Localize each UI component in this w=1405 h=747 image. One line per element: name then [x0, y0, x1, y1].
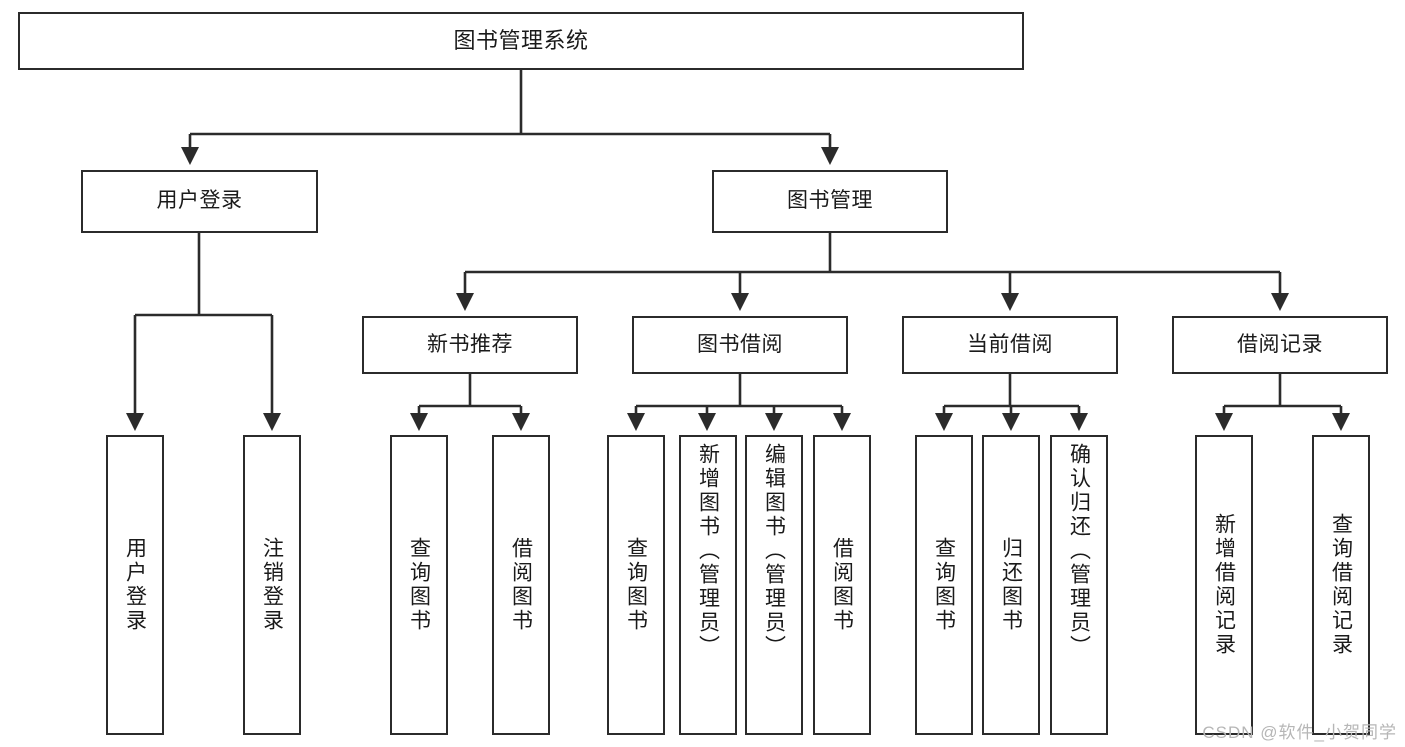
node-new-book-recommend[interactable]: 新书推荐: [362, 316, 578, 374]
node-label-leaf-confirm-return: 确认归还（管理员）: [1067, 443, 1091, 659]
node-label-current-borrow: 当前借阅: [967, 332, 1053, 356]
node-label-leaf-query-book-3: 查询图书: [932, 537, 956, 633]
node-label-leaf-borrow-book-2: 借阅图书: [830, 537, 854, 633]
node-label-leaf-query-record: 查询借阅记录: [1329, 513, 1353, 657]
node-leaf-confirm-return[interactable]: 确认归还（管理员）: [1050, 435, 1108, 735]
node-leaf-borrow-book-1[interactable]: 借阅图书: [492, 435, 550, 735]
node-label-book-borrow: 图书借阅: [697, 332, 783, 356]
node-leaf-user-login[interactable]: 用户登录: [106, 435, 164, 735]
node-label-new-book-recommend: 新书推荐: [427, 332, 513, 356]
node-label-leaf-edit-book: 编辑图书（管理员）: [762, 443, 786, 659]
node-label-leaf-user-login: 用户登录: [123, 537, 147, 633]
node-leaf-add-book[interactable]: 新增图书（管理员）: [679, 435, 737, 735]
node-leaf-query-book-1[interactable]: 查询图书: [390, 435, 448, 735]
node-borrow-record[interactable]: 借阅记录: [1172, 316, 1388, 374]
node-leaf-query-record[interactable]: 查询借阅记录: [1312, 435, 1370, 735]
node-leaf-query-book-3[interactable]: 查询图书: [915, 435, 973, 735]
node-leaf-borrow-book-2[interactable]: 借阅图书: [813, 435, 871, 735]
node-book-borrow[interactable]: 图书借阅: [632, 316, 848, 374]
node-label-leaf-query-book-1: 查询图书: [407, 537, 431, 633]
node-book-management-system[interactable]: 图书管理系统: [18, 12, 1024, 70]
node-label-leaf-return-book: 归还图书: [999, 537, 1023, 633]
node-label-user-login: 用户登录: [156, 189, 243, 213]
node-label-leaf-borrow-book-1: 借阅图书: [509, 537, 533, 633]
node-user-login[interactable]: 用户登录: [81, 170, 318, 233]
node-leaf-edit-book[interactable]: 编辑图书（管理员）: [745, 435, 803, 735]
node-label-leaf-logout-login: 注销登录: [260, 537, 284, 633]
node-leaf-add-record[interactable]: 新增借阅记录: [1195, 435, 1253, 735]
node-leaf-return-book[interactable]: 归还图书: [982, 435, 1040, 735]
node-label-root: 图书管理系统: [453, 28, 589, 54]
node-label-borrow-record: 借阅记录: [1237, 332, 1323, 356]
node-label-book-management: 图书管理: [787, 189, 873, 213]
node-leaf-query-book-2[interactable]: 查询图书: [607, 435, 665, 735]
node-label-leaf-query-book-2: 查询图书: [624, 537, 648, 633]
node-leaf-logout-login[interactable]: 注销登录: [243, 435, 301, 735]
node-current-borrow[interactable]: 当前借阅: [902, 316, 1118, 374]
node-label-leaf-add-record: 新增借阅记录: [1212, 513, 1236, 657]
node-book-management[interactable]: 图书管理: [712, 170, 948, 233]
node-label-leaf-add-book: 新增图书（管理员）: [696, 443, 720, 659]
